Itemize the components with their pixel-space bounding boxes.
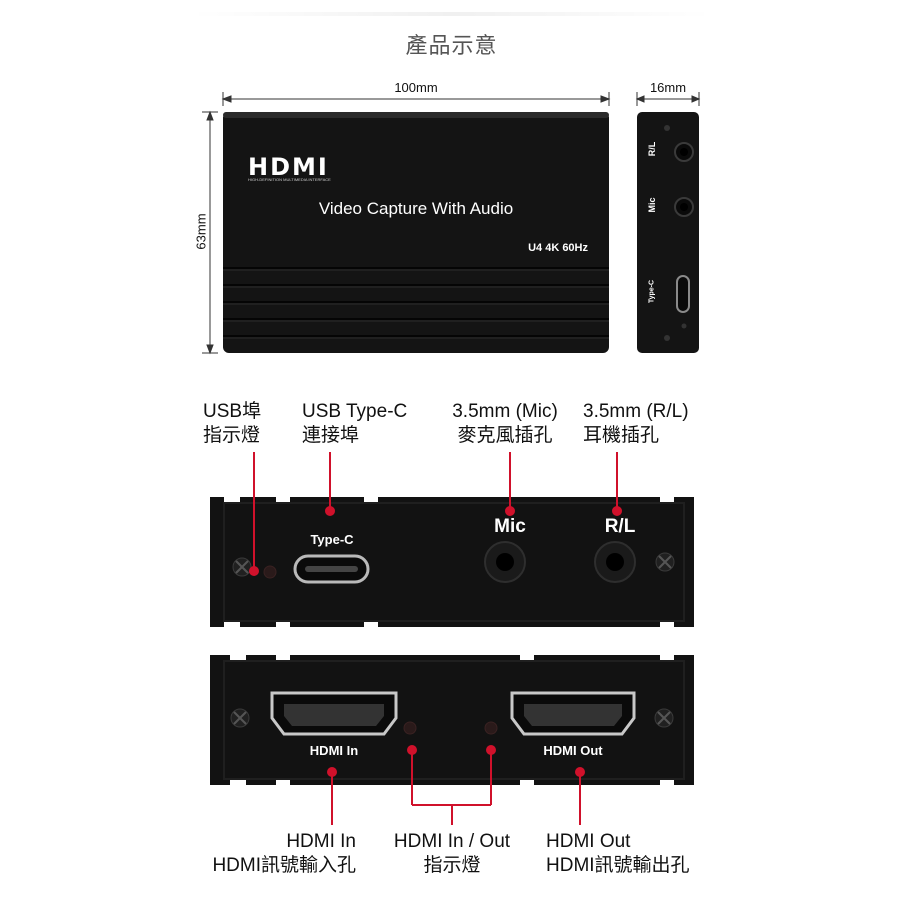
height-dimension [202,110,218,355]
callout-mic: 3.5mm (Mic) 麥克風插孔 [440,400,570,448]
callout-rl: 3.5mm (R/L) 耳機插孔 [583,400,689,448]
top-callout-lines [249,452,622,576]
hdmi-logo: HDMI [248,153,329,181]
callout-hdmi-out: HDMI Out HDMI訊號輸出孔 [546,830,690,878]
callout-indicator-line1: HDMI In / Out [393,831,511,852]
depth-label: 16mm [649,80,687,95]
height-label: 63mm [193,213,209,250]
device-top-view [223,112,609,353]
top-divider [190,12,713,16]
device-side-view [637,112,699,353]
model-label: U4 4K 60Hz [528,242,588,254]
page-title: 產品示意 [405,33,498,58]
callout-hdmi-out-line2: HDMI訊號輸出孔 [546,855,690,876]
callout-usb-led-line2: 指示燈 [203,425,261,446]
callout-rl-line2: 耳機插孔 [583,425,660,446]
width-label: 100mm [394,80,438,95]
hdmi-logo-subtitle: HIGH-DEFINITION MULTIMEDIA INTERFACE [248,177,331,182]
mic-jack-label: Mic [494,516,526,537]
callout-usb-led: USB埠 指示燈 [203,400,261,448]
typec-port-icon [676,275,690,313]
front-panel [210,497,694,627]
callout-indicator: HDMI In / Out 指示燈 [372,830,532,878]
product-name: Video Capture With Audio [318,199,514,218]
side-typec-label: Type-C [648,279,656,304]
callout-usb-typec-line2: 連接埠 [302,425,360,446]
width-dimension [221,92,611,106]
hdmi-out-led-icon [484,721,498,735]
hdmi-in-label: HDMI In [309,743,359,758]
bottom-callout-lines [327,745,585,825]
depth-dimension [635,92,701,106]
callout-usb-led-line1: USB埠 [203,401,262,422]
usb-led-icon [263,565,277,579]
typec-port-label: Type-C [310,532,354,547]
callout-mic-line1: 3.5mm (Mic) [452,401,558,422]
side-mic-label: Mic [647,197,657,213]
callout-rl-line1: 3.5mm (R/L) [583,401,689,422]
callout-indicator-line2: 指示燈 [423,855,481,876]
callout-hdmi-out-line1: HDMI Out [546,831,631,852]
callout-hdmi-in-line1: HDMI In [286,831,356,852]
hdmi-out-label: HDMI Out [543,743,603,758]
callout-hdmi-in: HDMI In HDMI訊號輸入孔 [176,830,356,878]
rl-jack-label: R/L [604,516,636,537]
callout-mic-line2: 麥克風插孔 [457,425,553,446]
side-rl-label: R/L [647,141,657,157]
callout-usb-typec: USB Type-C 連接埠 [302,400,407,448]
callout-usb-typec-line1: USB Type-C [302,401,408,422]
back-panel [210,655,694,785]
callout-hdmi-in-line2: HDMI訊號輸入孔 [212,855,356,876]
hdmi-in-led-icon [403,721,417,735]
